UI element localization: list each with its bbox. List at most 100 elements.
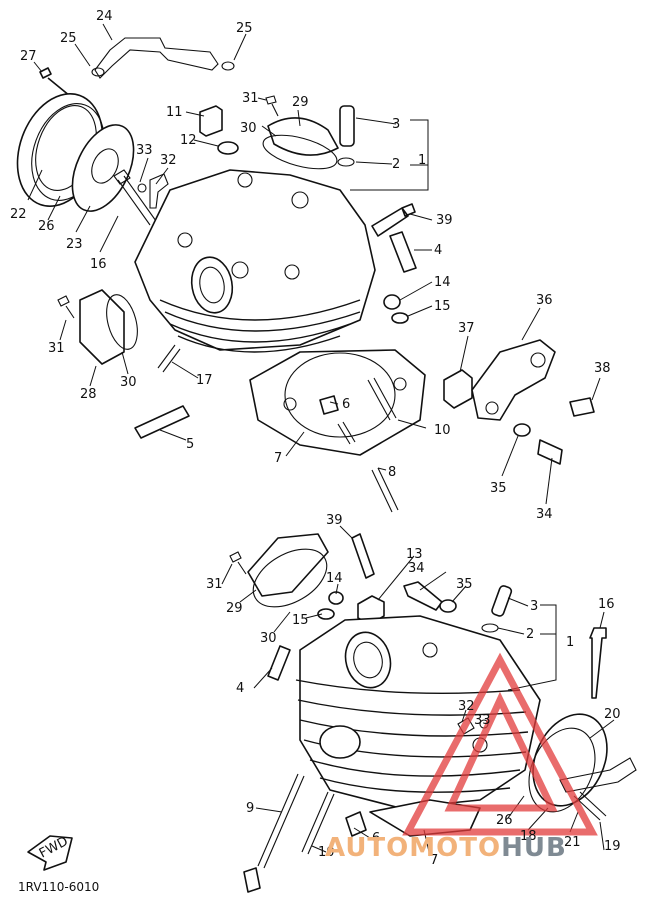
part-callout: 29 xyxy=(226,601,243,616)
part-callout: 9 xyxy=(246,801,254,816)
washer xyxy=(217,141,239,155)
part-callout: 16 xyxy=(598,597,615,612)
bracket-hole xyxy=(530,352,546,368)
stud-end xyxy=(243,867,261,893)
part-callout: 36 xyxy=(536,293,553,308)
bolt xyxy=(229,551,247,575)
part-callout: 38 xyxy=(594,361,611,376)
part-callout: 30 xyxy=(120,375,137,390)
port-inner xyxy=(353,641,383,679)
washer xyxy=(317,608,335,620)
stud xyxy=(337,421,356,445)
dowel-pin xyxy=(134,405,190,439)
stud xyxy=(301,791,335,855)
part-callout: 2 xyxy=(392,157,400,172)
part-callout: 33 xyxy=(136,143,153,158)
dowel xyxy=(319,395,339,415)
head-fins xyxy=(159,299,361,353)
part-callout: 3 xyxy=(530,599,538,614)
part-callout: 30 xyxy=(240,121,257,136)
part-callout: 21 xyxy=(564,835,581,850)
part-callout: 24 xyxy=(96,9,113,24)
spacer xyxy=(443,369,473,409)
bolt xyxy=(403,581,443,611)
callout-brace xyxy=(350,119,429,191)
washer xyxy=(391,312,409,324)
bolt-hole xyxy=(231,261,249,279)
gasket xyxy=(262,134,338,170)
part-callout: 26 xyxy=(38,219,55,234)
part-callout: 16 xyxy=(90,257,107,272)
leader-lines xyxy=(27,23,601,505)
upper-assembly xyxy=(16,37,595,513)
fwd-arrow xyxy=(27,835,73,871)
hose xyxy=(559,757,637,793)
side-cover xyxy=(267,117,339,156)
exhaust-port xyxy=(319,725,361,759)
bolt-hole xyxy=(422,642,438,658)
part-callout: 2 xyxy=(526,627,534,642)
part-callout: 23 xyxy=(66,237,83,252)
part-callout: 30 xyxy=(260,631,277,646)
head-fins xyxy=(295,679,529,793)
breather-hose xyxy=(94,37,219,79)
part-callout: 6 xyxy=(342,397,350,412)
gasket-hole xyxy=(283,397,297,411)
bore xyxy=(284,352,396,438)
bolt xyxy=(57,295,75,319)
intake-port xyxy=(344,631,392,689)
head-gasket xyxy=(249,349,426,456)
cover-plate-hole xyxy=(91,148,119,184)
part-callout: 15 xyxy=(292,613,309,628)
part-callout: 35 xyxy=(456,577,473,592)
hose-clamp xyxy=(221,61,235,71)
part-callout: 10 xyxy=(318,845,335,860)
long-bolt xyxy=(113,169,157,226)
part-callout: 7 xyxy=(430,853,438,868)
valve-seal xyxy=(267,645,291,681)
part-callout: 10 xyxy=(434,423,451,438)
part-callout: 7 xyxy=(274,451,282,466)
part-callout: 13 xyxy=(406,547,423,562)
bolt xyxy=(39,67,71,97)
washer xyxy=(137,183,147,193)
part-callout: 11 xyxy=(166,105,183,120)
stud xyxy=(371,467,399,513)
bolt-hole xyxy=(177,232,193,248)
part-callout: 32 xyxy=(458,699,475,714)
part-callout: 8 xyxy=(388,465,396,480)
part-callout: 34 xyxy=(536,507,553,522)
spark-plug xyxy=(371,203,416,237)
part-callout: 28 xyxy=(80,387,97,402)
part-callout: 31 xyxy=(206,577,223,592)
gasket-hole xyxy=(393,377,407,391)
bolt-hole xyxy=(237,172,253,188)
bolt-hole xyxy=(291,191,309,209)
hose-clamp xyxy=(91,67,105,77)
stud xyxy=(367,377,397,421)
watermark-triangle xyxy=(402,652,598,836)
drawing-code: 1RV110-6010 xyxy=(18,880,100,894)
part-callout: 3 xyxy=(392,117,400,132)
part-callout: 33 xyxy=(474,713,491,728)
long-stud xyxy=(257,773,305,869)
side-cover xyxy=(247,533,329,597)
part-callout: 20 xyxy=(604,707,621,722)
cap-nut xyxy=(357,595,385,625)
part-callout: 18 xyxy=(520,829,537,844)
part-callout: 1 xyxy=(418,153,426,168)
part-callout: 4 xyxy=(236,681,244,696)
part-callout: 29 xyxy=(292,95,309,110)
part-callout: 27 xyxy=(20,49,37,64)
cap-nut xyxy=(199,105,223,137)
part-callout: 6 xyxy=(372,831,380,846)
part-callout: 14 xyxy=(326,571,343,586)
part-callout: 39 xyxy=(436,213,453,228)
part-callout: 32 xyxy=(160,153,177,168)
part-callout: 39 xyxy=(326,513,343,528)
washer xyxy=(513,423,531,437)
valve-guide xyxy=(339,105,355,147)
